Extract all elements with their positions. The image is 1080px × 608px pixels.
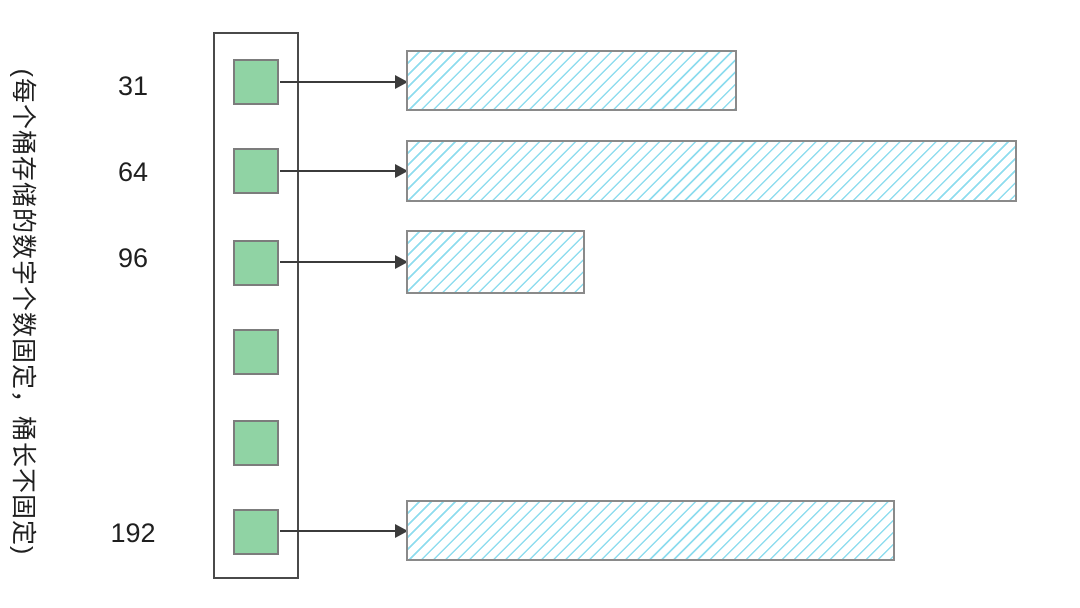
side-note-vertical-text: (每个桶存储的数字个数固定，桶长不固定)	[9, 68, 37, 556]
bucket-cell-5	[233, 420, 279, 466]
bucket-count-label-1: 31	[117, 71, 149, 101]
storage-bar-1	[406, 50, 737, 111]
bucket-count-label-2: 64	[117, 157, 149, 187]
bucket-count-label-3: 96	[117, 243, 149, 273]
arrow-right-icon	[280, 255, 408, 269]
bucket-cell-2	[233, 148, 279, 194]
arrow-right-icon	[280, 75, 408, 89]
bucket-array-container	[213, 32, 299, 579]
bucket-cell-1	[233, 59, 279, 105]
bucket-cell-4	[233, 329, 279, 375]
bucket-count-label-6: 192	[110, 518, 156, 548]
arrow-right-icon	[280, 524, 408, 538]
storage-bar-6	[406, 500, 895, 561]
storage-bar-2	[406, 140, 1017, 202]
bucket-cell-6	[233, 509, 279, 555]
arrow-right-icon	[280, 164, 408, 178]
bucket-cell-3	[233, 240, 279, 286]
storage-bar-3	[406, 230, 585, 294]
